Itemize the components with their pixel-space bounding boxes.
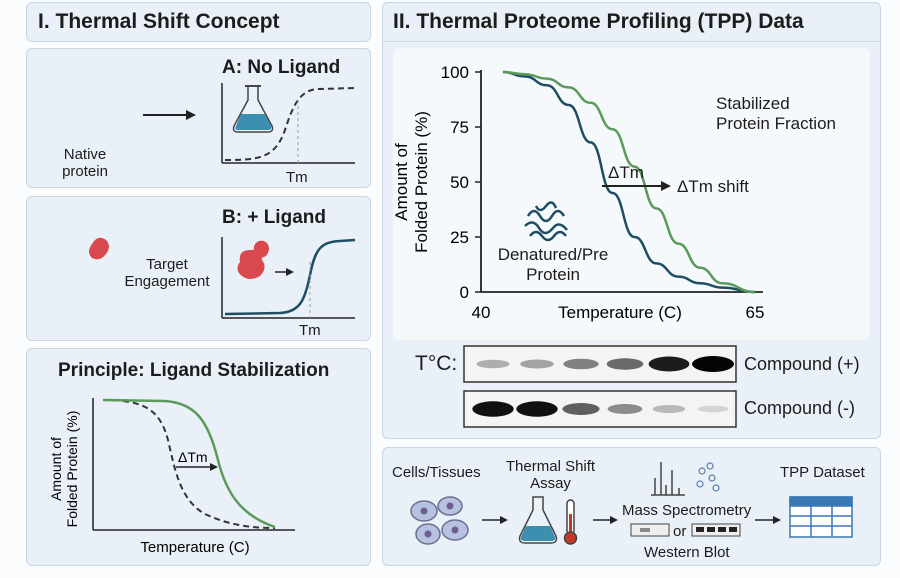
tpp-xlabel: Temperature (C) bbox=[558, 303, 682, 322]
left-header: I. Thermal Shift Concept bbox=[38, 10, 280, 33]
right-header: II. Thermal Proteome Profiling (TPP) Dat… bbox=[393, 10, 804, 33]
panel-no-ligand bbox=[26, 48, 371, 188]
flask-icon-workflow bbox=[518, 496, 558, 544]
principle-curve-native bbox=[102, 399, 276, 529]
tpp-series-line-2 bbox=[502, 70, 756, 294]
denatured-protein-icon bbox=[524, 201, 568, 242]
principle-title: Principle: Ligand Stabilization bbox=[58, 360, 330, 381]
curve-a bbox=[224, 87, 356, 161]
tpp-ytick-label: 100 bbox=[441, 63, 469, 82]
right-header-panel bbox=[382, 2, 881, 42]
wb-mini-icon bbox=[630, 523, 741, 537]
blot-band bbox=[520, 359, 554, 369]
principle-delta-arrowhead bbox=[210, 463, 218, 471]
stabilized-label: Stabilized Protein Fraction bbox=[716, 94, 836, 133]
left-header-panel bbox=[26, 2, 371, 42]
principle-ylabel-1: Amount of bbox=[48, 437, 64, 501]
tpp-ytick-label: 25 bbox=[450, 228, 469, 247]
blot-band bbox=[472, 401, 514, 417]
delta-label: ΔTm bbox=[608, 163, 644, 182]
workflow-or-label: or bbox=[673, 523, 687, 540]
blot-band bbox=[563, 358, 599, 370]
tpp-ytick-label: 0 bbox=[460, 283, 469, 302]
blot-band bbox=[516, 401, 558, 417]
tpp-ytick-label: 50 bbox=[450, 173, 469, 192]
arrowhead-b bbox=[286, 268, 294, 276]
flask-icon bbox=[232, 85, 274, 133]
panel-b-title: B: + Ligand bbox=[222, 207, 326, 228]
panel-a-title: A: No Ligand bbox=[222, 57, 341, 78]
tpp-ytick-label: 75 bbox=[450, 118, 469, 137]
blot-band bbox=[607, 404, 643, 414]
blot-row-minus-label: Compound (-) bbox=[744, 398, 856, 418]
workflow-ms-label: Mass Spectrometry bbox=[622, 502, 752, 519]
tpp-series-line-1 bbox=[502, 70, 756, 294]
blot-band bbox=[692, 356, 734, 372]
principle-xlabel: Temperature (C) bbox=[140, 539, 249, 556]
native-protein-label: Native protein bbox=[62, 146, 108, 181]
cells-icon bbox=[410, 496, 469, 545]
principle-delta-label: ΔTm bbox=[178, 449, 208, 465]
blot-band bbox=[562, 403, 600, 415]
tpp-xtick-label: 65 bbox=[746, 303, 765, 322]
ligand-icon bbox=[89, 237, 109, 260]
arrowhead-a bbox=[186, 110, 196, 120]
workflow-dataset-label: TPP Dataset bbox=[780, 464, 865, 481]
blot-label: T°C: bbox=[415, 352, 458, 375]
tm-label-a: Tm bbox=[286, 169, 308, 186]
tpp-ylabel-line1: Amount of bbox=[392, 143, 411, 221]
blot-band bbox=[697, 405, 729, 413]
tpp-ylabel-line2: Folded Protein (%) bbox=[412, 111, 431, 253]
workflow-assay-label: Thermal Shift Assay bbox=[505, 458, 596, 493]
panel-plus-ligand bbox=[26, 196, 371, 341]
principle-curve-stabilized bbox=[102, 398, 276, 529]
shift-label: ΔTm shift bbox=[677, 177, 749, 196]
denatured-label: Denatured/Pre Protein bbox=[497, 245, 609, 284]
blot-band bbox=[606, 358, 644, 370]
protein-ligand-complex-icon bbox=[237, 240, 269, 279]
principle-ylabel-2: Folded Protein (%) bbox=[64, 411, 80, 528]
blot-band bbox=[648, 356, 690, 372]
thermometer-icon bbox=[563, 499, 578, 545]
blot-row-plus-label: Compound (+) bbox=[744, 354, 860, 374]
blot-band bbox=[652, 405, 686, 413]
mass-spec-icon bbox=[651, 462, 685, 496]
tm-label-b: Tm bbox=[299, 322, 321, 339]
tpp-xtick-label: 40 bbox=[472, 303, 491, 322]
blot-band bbox=[476, 359, 510, 369]
molecules-icon bbox=[696, 462, 720, 492]
table-icon bbox=[789, 496, 853, 538]
workflow-cells-label: Cells/Tissues bbox=[392, 464, 481, 481]
workflow-wb-label: Western Blot bbox=[644, 544, 730, 561]
target-engagement-label: Target Engagement bbox=[124, 256, 210, 291]
